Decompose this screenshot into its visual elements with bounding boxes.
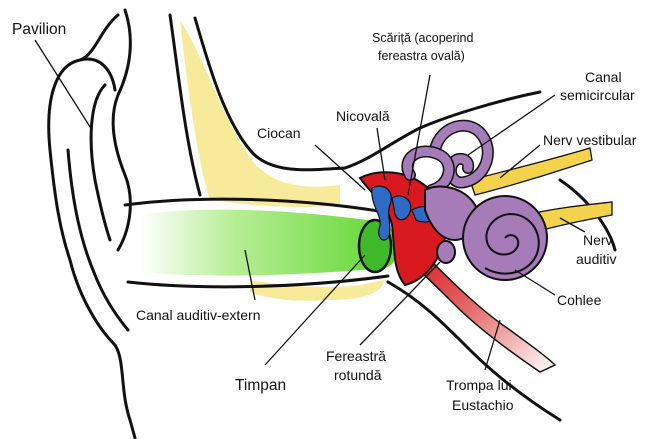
label-canal-semicircular-line1: Canal <box>585 69 622 85</box>
label-nerv-auditiv-line1: Nerv <box>583 232 613 248</box>
label-nerv-auditiv-line2: auditiv <box>576 251 616 267</box>
label-fereastra-rotunda-line1: Fereastră <box>326 348 386 364</box>
label-ciocan: Ciocan <box>257 125 301 141</box>
label-trompa-line2: Eustachio <box>452 397 514 413</box>
label-scarita-line2: fereastra ovală) <box>378 49 465 63</box>
round-window <box>437 241 455 263</box>
label-cohlee: Cohlee <box>557 292 602 308</box>
label-nerv-vestibular: Nerv vestibular <box>543 132 637 148</box>
label-trompa-line1: Trompa lui <box>446 377 512 393</box>
label-scarita-line1: Scăriță (acoperind <box>372 31 473 45</box>
label-canal-semicircular-line2: semicircular <box>560 87 635 103</box>
label-timpan: Timpan <box>235 377 286 394</box>
label-pavilion: Pavilion <box>12 21 66 38</box>
ear-canal-upper-wall <box>125 199 385 212</box>
label-canal-auditiv-extern: Canal auditiv-extern <box>136 307 261 323</box>
label-nicovala: Nicovală <box>336 108 390 124</box>
pinna <box>49 10 135 438</box>
label-fereastra-rotunda-line2: rotundă <box>334 367 382 383</box>
